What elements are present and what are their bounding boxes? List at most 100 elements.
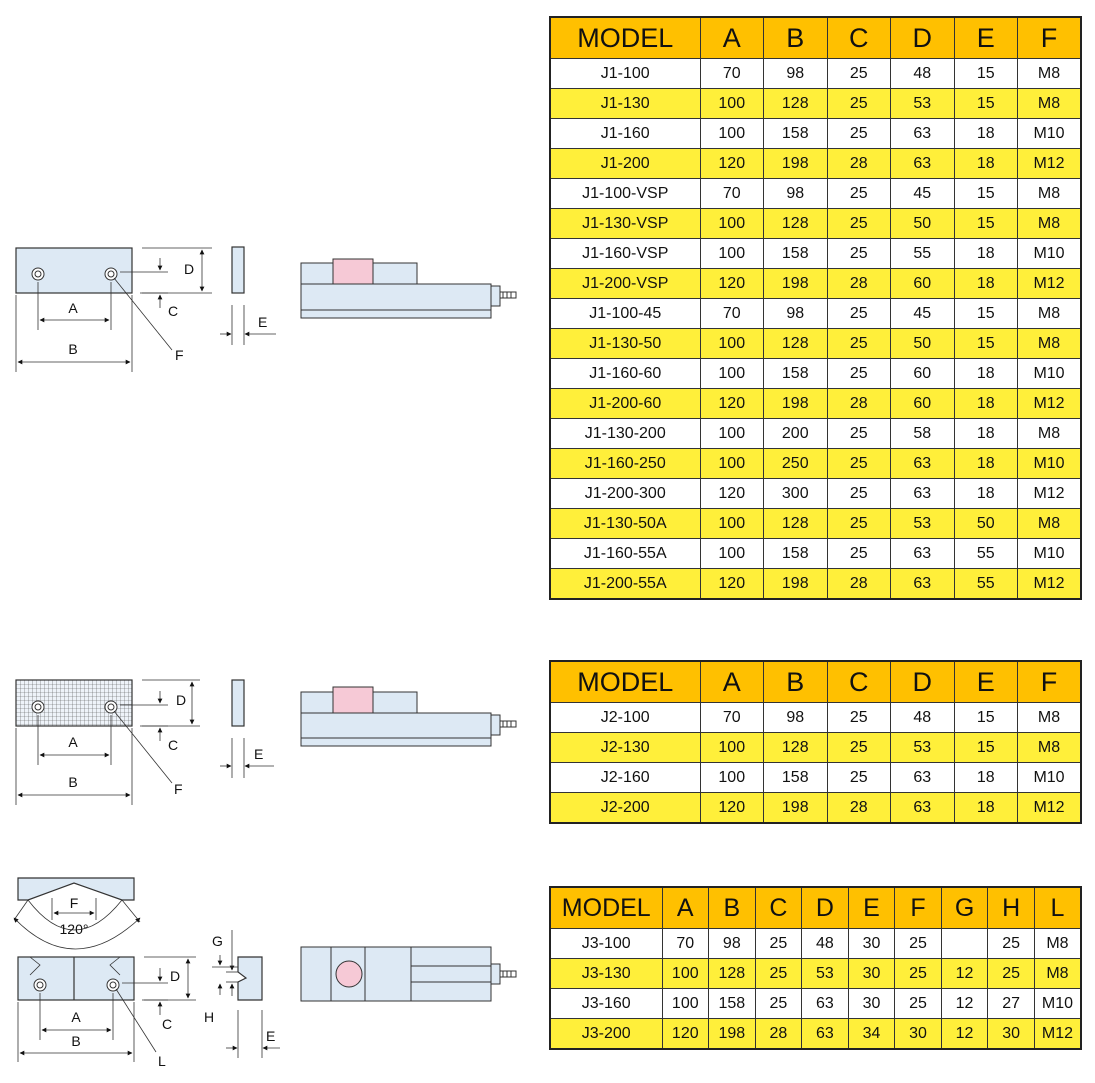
- value-cell: M12: [1017, 148, 1082, 179]
- value-cell: 120: [699, 792, 764, 824]
- value-cell: 27: [987, 988, 1035, 1019]
- model-cell: J3-130: [549, 958, 663, 989]
- j1-label-d: D: [184, 261, 194, 277]
- j2-jaw-plate-side: [231, 679, 245, 727]
- value-cell: 25: [987, 958, 1035, 989]
- value-cell: [940, 928, 989, 959]
- j3-label-d: D: [170, 968, 180, 984]
- model-cell: J1-200-VSP: [549, 268, 701, 299]
- value-cell: 25: [894, 988, 942, 1019]
- value-cell: 53: [801, 958, 849, 989]
- model-cell: J1-130-200: [549, 418, 701, 449]
- value-cell: 25: [826, 208, 891, 239]
- value-cell: 100: [699, 238, 764, 269]
- column-header: D: [890, 16, 955, 59]
- value-cell: 25: [826, 238, 891, 269]
- value-cell: 45: [890, 178, 955, 209]
- column-header: MODEL: [549, 16, 701, 59]
- j3-label-a: A: [71, 1009, 81, 1025]
- value-cell: 25: [826, 178, 891, 209]
- value-cell: 34: [847, 1018, 896, 1050]
- value-cell: M10: [1017, 538, 1082, 569]
- model-cell: J1-130-50A: [549, 508, 701, 539]
- value-cell: 100: [661, 958, 710, 989]
- value-cell: M12: [1033, 1018, 1082, 1050]
- value-cell: 100: [699, 118, 764, 149]
- value-cell: M8: [1017, 702, 1082, 733]
- column-header: C: [826, 16, 891, 59]
- value-cell: 25: [894, 928, 942, 959]
- column-header: B: [708, 886, 756, 929]
- value-cell: 128: [708, 958, 756, 989]
- value-cell: 25: [826, 732, 891, 763]
- value-cell: 50: [953, 508, 1018, 539]
- column-header: H: [987, 886, 1035, 929]
- column-header: F: [894, 886, 942, 929]
- value-cell: 63: [801, 988, 849, 1019]
- model-cell: J1-160-60: [549, 358, 701, 389]
- value-cell: 120: [699, 478, 764, 509]
- j1-label-e: E: [258, 314, 267, 330]
- value-cell: 15: [953, 702, 1018, 733]
- value-cell: 158: [763, 238, 828, 269]
- model-cell: J1-130: [549, 88, 701, 119]
- value-cell: 25: [894, 958, 942, 989]
- value-cell: 50: [890, 208, 955, 239]
- value-cell: 15: [953, 732, 1018, 763]
- value-cell: 98: [763, 58, 828, 89]
- j1-drawing: A B F C D E: [15, 246, 517, 372]
- value-cell: 53: [890, 732, 955, 763]
- value-cell: 198: [708, 1018, 756, 1050]
- value-cell: 48: [890, 58, 955, 89]
- j1-vise-assembly: [300, 258, 517, 319]
- value-cell: 25: [826, 88, 891, 119]
- value-cell: 70: [699, 178, 764, 209]
- value-cell: 120: [699, 388, 764, 419]
- model-cell: J3-200: [549, 1018, 663, 1050]
- value-cell: 18: [953, 238, 1018, 269]
- value-cell: M12: [1017, 792, 1082, 824]
- j3-hole-right: [106, 978, 120, 992]
- value-cell: 100: [699, 508, 764, 539]
- j2-label-e: E: [254, 746, 263, 762]
- j1-jaw-plate-side: [231, 246, 245, 294]
- model-cell: J1-160-VSP: [549, 238, 701, 269]
- value-cell: 25: [826, 298, 891, 329]
- value-cell: 55: [890, 238, 955, 269]
- value-cell: 15: [953, 88, 1018, 119]
- model-cell: J1-100-VSP: [549, 178, 701, 209]
- value-cell: 128: [763, 88, 828, 119]
- value-cell: 63: [801, 1018, 849, 1050]
- j1-hole-left: [31, 267, 45, 281]
- value-cell: M8: [1033, 928, 1082, 959]
- value-cell: 98: [763, 298, 828, 329]
- value-cell: 198: [763, 388, 828, 419]
- value-cell: 53: [890, 508, 955, 539]
- value-cell: 198: [763, 268, 828, 299]
- value-cell: 18: [953, 448, 1018, 479]
- value-cell: 28: [826, 388, 891, 419]
- j2-label-d: D: [176, 692, 186, 708]
- j2-label-b: B: [68, 774, 77, 790]
- model-cell: J1-100-45: [549, 298, 701, 329]
- value-cell: 53: [890, 88, 955, 119]
- value-cell: 18: [953, 388, 1018, 419]
- value-cell: 25: [826, 508, 891, 539]
- model-cell: J1-160: [549, 118, 701, 149]
- value-cell: 12: [940, 988, 989, 1019]
- model-cell: J2-100: [549, 702, 701, 733]
- value-cell: 25: [754, 958, 803, 989]
- value-cell: 25: [826, 118, 891, 149]
